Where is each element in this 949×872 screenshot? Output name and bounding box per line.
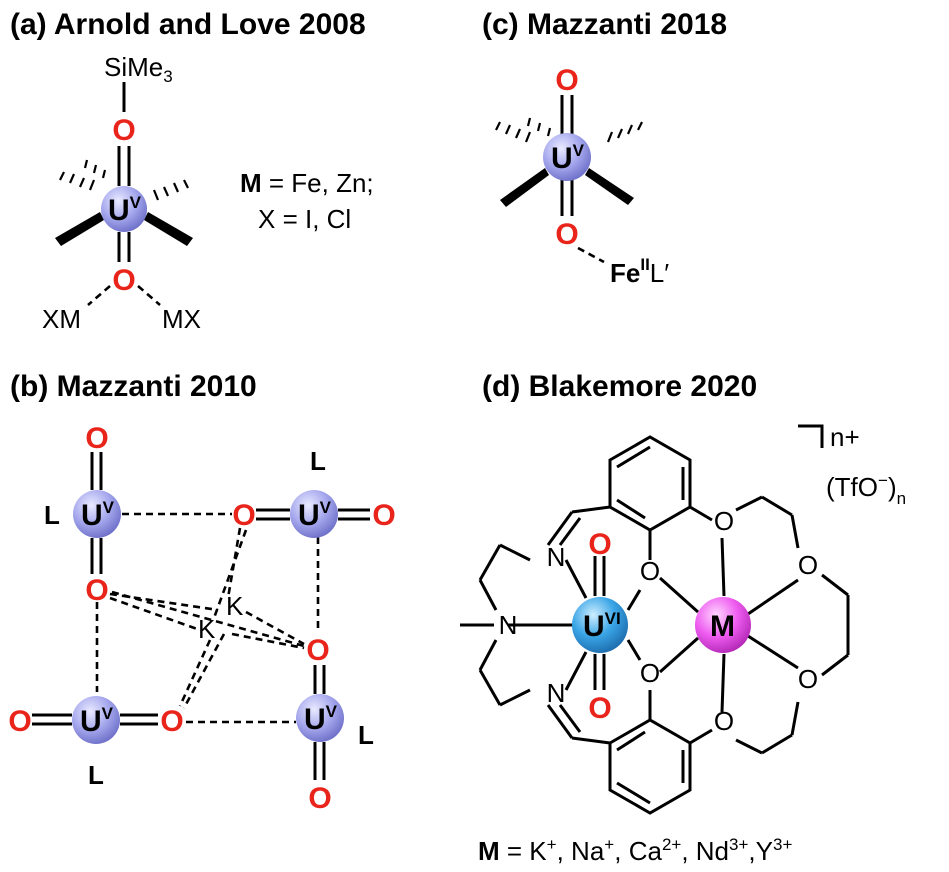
- panel-d-title: (d) Blakemore 2020: [482, 370, 757, 403]
- uranium-sphere: [543, 133, 591, 181]
- uranium-sphere-bottom-right: [296, 694, 344, 742]
- metal-sphere: [695, 597, 751, 653]
- oxygen-bottom: O: [555, 218, 578, 251]
- panel-b-title: (b) Mazzanti 2010: [10, 370, 257, 403]
- xm-label: XM: [42, 304, 81, 334]
- ligand-l-2: L: [310, 446, 326, 476]
- ether-oxygen-1: O: [714, 506, 734, 536]
- uranium-sphere-bottom-left: [72, 696, 120, 744]
- charge-label: n+: [830, 422, 860, 452]
- uranyl-oxygen-bottom: O: [588, 692, 611, 725]
- oxygen-5: O: [306, 634, 329, 667]
- panel-a: (a) Arnold and Love 2008 SiMe3 O UV O XM…: [10, 8, 374, 334]
- panel-c: (c) Mazzanti 2018 O UV O FeIIL′: [482, 8, 727, 288]
- oxygen-3: O: [232, 499, 255, 532]
- uranium-label: UV: [551, 141, 585, 175]
- o-m-dash-right: [137, 285, 161, 306]
- legend-m-ions: M = K+, Na+, Ca2+, Nd3+,Y3+: [478, 835, 792, 866]
- ligand-l-3: L: [88, 760, 104, 790]
- uranium-vi-label: UVI: [583, 609, 621, 643]
- hash-bonds: [495, 117, 643, 143]
- legend-m-line: M = Fe, Zn;: [240, 168, 374, 198]
- silyl-group: SiMe3: [104, 52, 173, 86]
- wedge-left: [55, 212, 104, 246]
- oxygen-2: O: [85, 574, 108, 607]
- panel-b: (b) Mazzanti 2010: [8, 370, 395, 815]
- ether-oxygen-3: O: [798, 550, 818, 580]
- uranyl-double-bonds: [593, 556, 606, 690]
- phenoxy-oxygen-top: O: [640, 556, 660, 586]
- coordination-bonds: [508, 537, 799, 713]
- potassium-1: K: [226, 591, 244, 621]
- uo-double-bonds: [32, 452, 370, 780]
- oxygen-bottom: O: [112, 264, 135, 297]
- iron-ligand-label: FeIIL′: [610, 255, 669, 288]
- ligand-l-1: L: [44, 500, 60, 530]
- panel-a-title: (a) Arnold and Love 2008: [10, 8, 366, 41]
- wedge-left: [500, 168, 549, 207]
- uranium-sphere: [101, 186, 147, 232]
- imine-nitrogen-bottom: N: [547, 678, 566, 708]
- uranium-label: UV: [108, 193, 142, 227]
- imine-nitrogen-top: N: [547, 542, 566, 572]
- charge-bracket: [798, 424, 824, 448]
- uranium-label-top-left: UV: [81, 498, 115, 532]
- ether-oxygen-2: O: [714, 706, 734, 736]
- wedge-right: [585, 168, 634, 205]
- uranium-sphere-top-right: [290, 490, 338, 538]
- uranium-label-top-right: UV: [298, 498, 332, 532]
- counterion-label: (TfO−)n: [826, 471, 906, 508]
- oxygen-4: O: [372, 499, 395, 532]
- uranyl-oxygen-top: O: [588, 528, 611, 561]
- oxygen-1: O: [85, 422, 108, 455]
- metal-label: M: [710, 610, 735, 643]
- o-fe-dash: [577, 246, 605, 264]
- uranium-label-bottom-right: UV: [304, 702, 338, 736]
- potassium-2: K: [198, 614, 216, 644]
- mx-label: MX: [162, 304, 201, 334]
- hash-bonds: [59, 159, 189, 201]
- o-m-dash-left: [87, 285, 111, 306]
- oxygen-6: O: [8, 705, 31, 738]
- ligand-l-4: L: [358, 720, 374, 750]
- panel-c-title: (c) Mazzanti 2018: [482, 8, 727, 41]
- phenoxy-oxygen-bottom: O: [640, 658, 660, 688]
- oxygen-top: O: [555, 64, 578, 97]
- macrocycle-skeleton: [460, 435, 850, 815]
- panel-d: (d) Blakemore 2020 n+ (TfO−)n: [460, 370, 906, 866]
- amine-nitrogen: N: [499, 610, 518, 640]
- oxygen-top: O: [112, 114, 135, 147]
- uranium-vi-sphere: [572, 597, 628, 653]
- ether-oxygen-4: O: [798, 664, 818, 694]
- wedge-right: [144, 212, 193, 246]
- oxygen-7: O: [160, 705, 183, 738]
- legend-x-line: X = I, Cl: [258, 204, 351, 234]
- dashed-interactions: [95, 512, 320, 724]
- uranium-label-bottom-left: UV: [80, 704, 114, 738]
- oxygen-8: O: [308, 782, 331, 815]
- uranium-sphere-top-left: [73, 490, 121, 538]
